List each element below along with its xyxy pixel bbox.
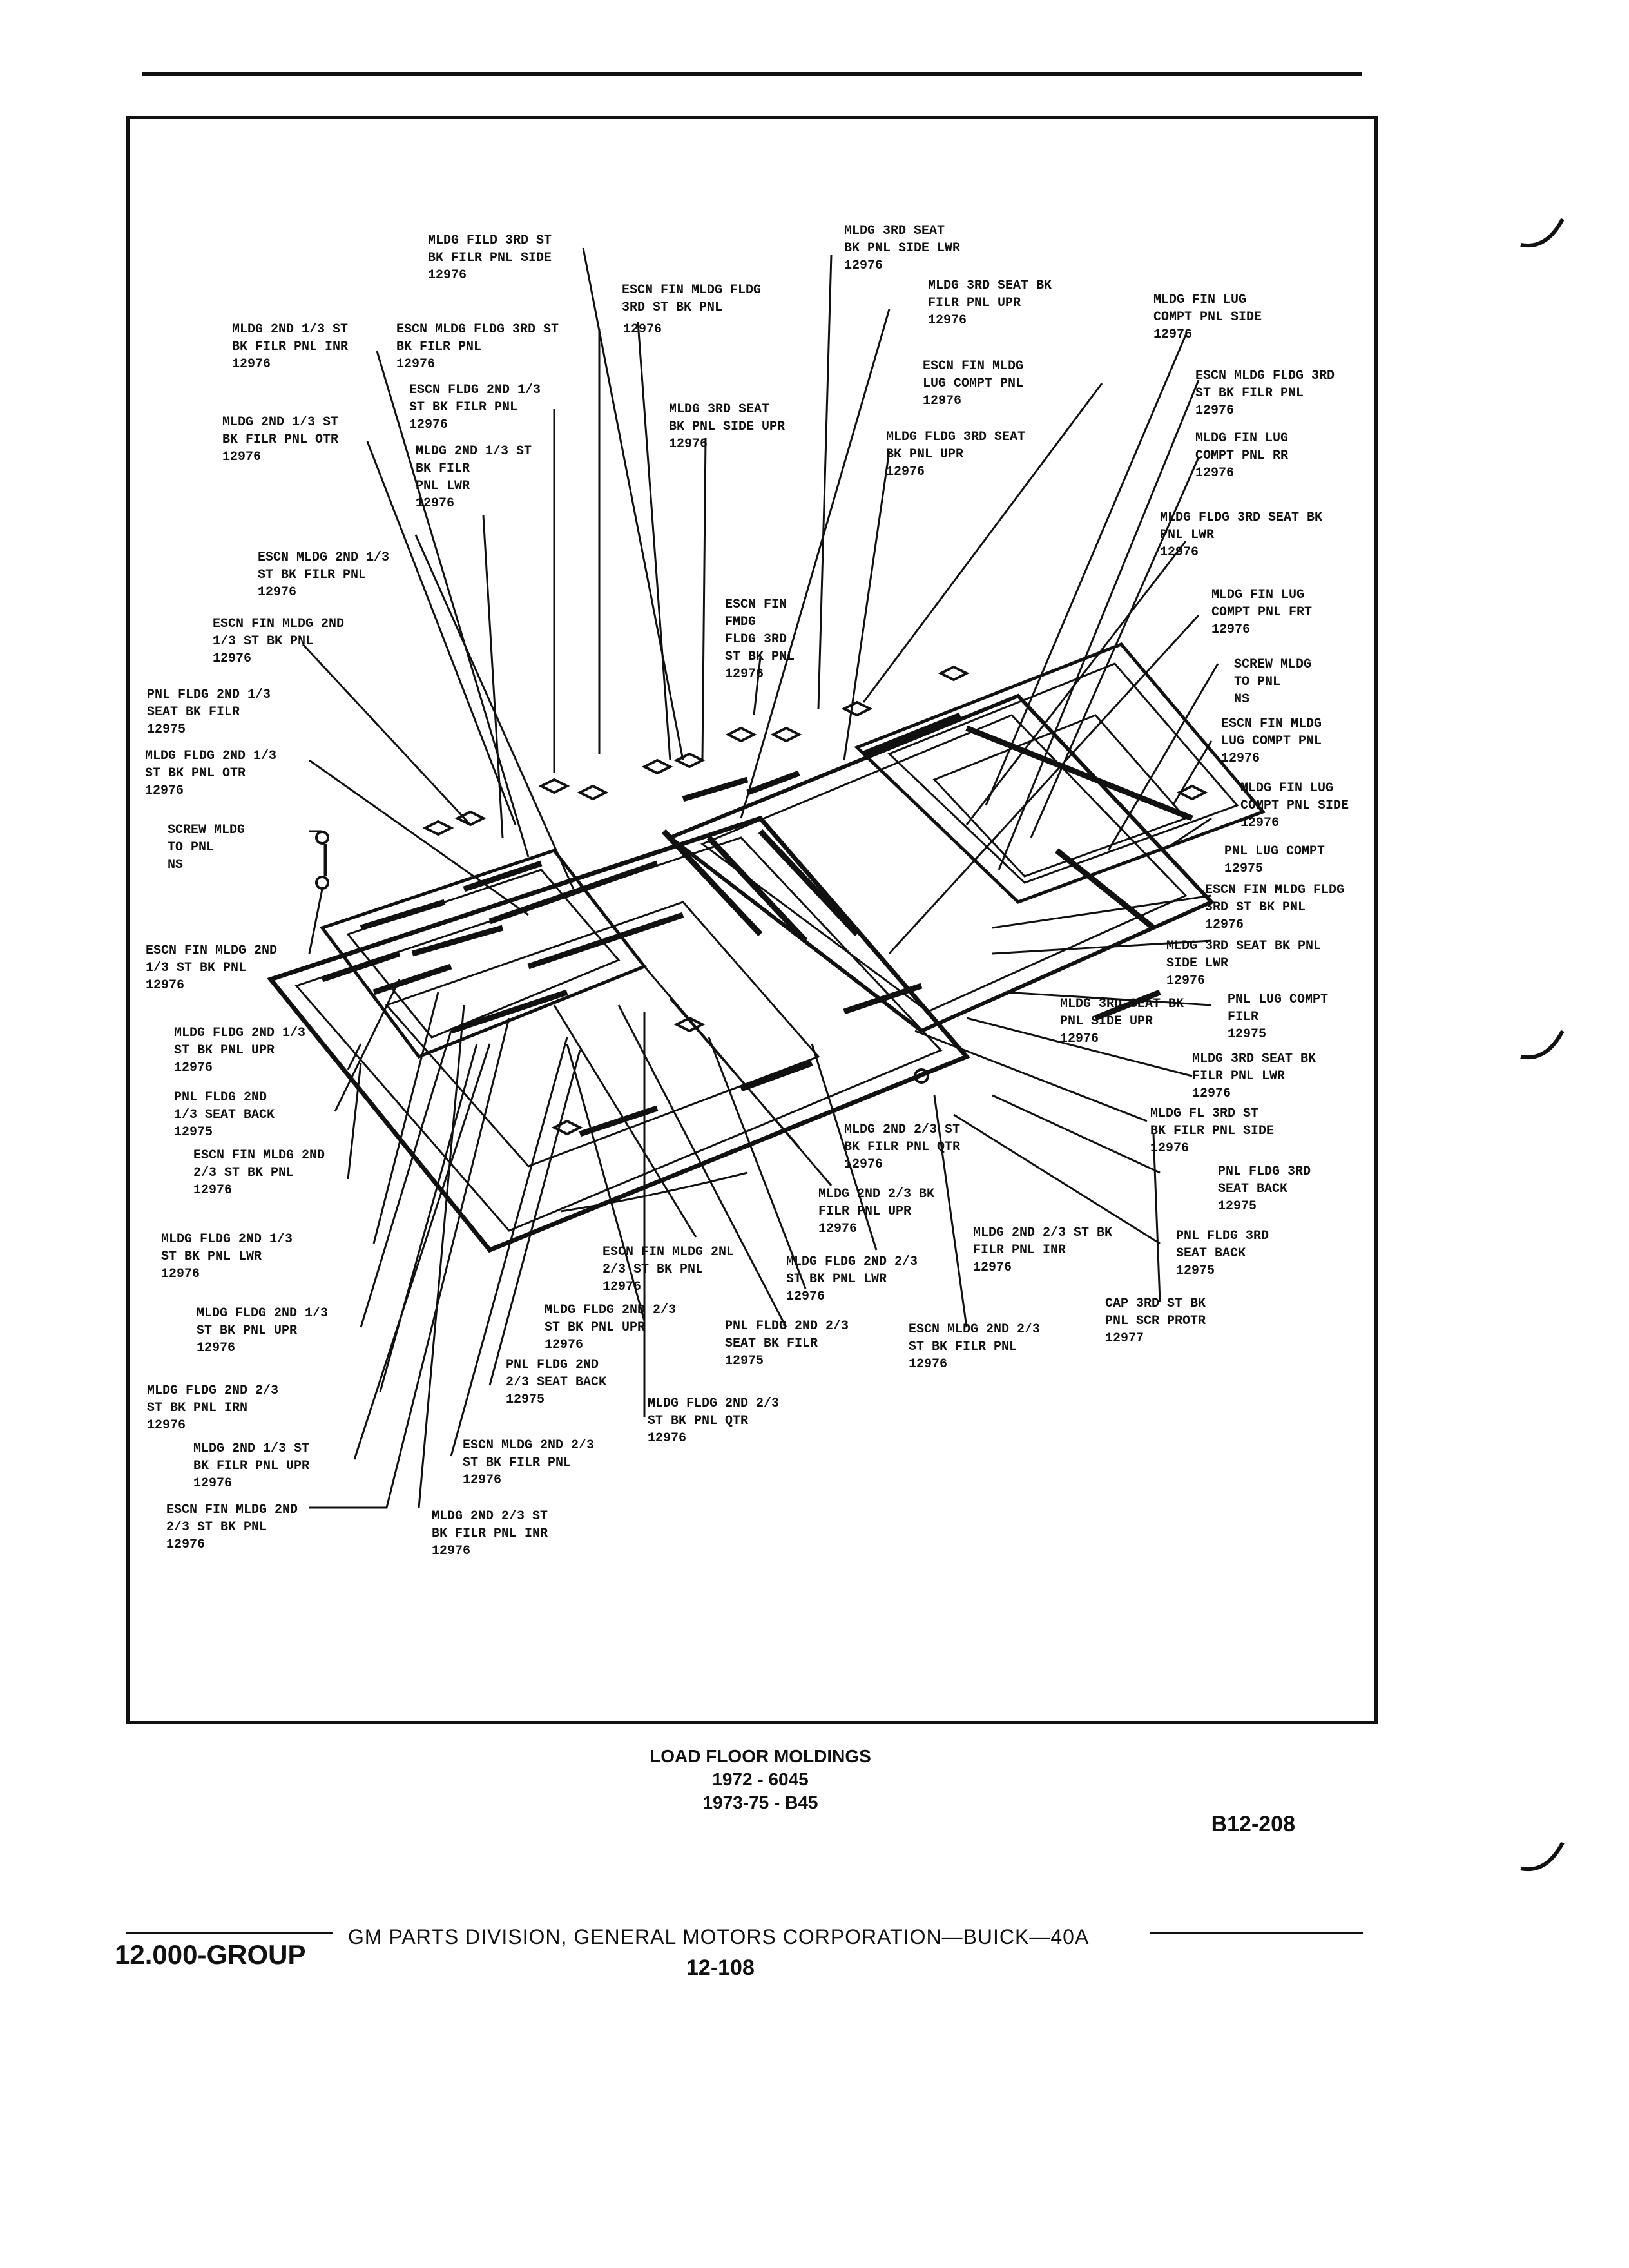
callout-label: 12976 (623, 322, 662, 337)
footer-rule-right (1150, 1932, 1363, 1934)
callout-label: MLDG FLDG 2ND 2/3 ST BK PNL UPR 12976 (545, 1303, 677, 1352)
callout-label: MLDG 3RD SEAT BK PNL SIDE LWR 12976 (1166, 939, 1322, 988)
callout-label: MLDG FLDG 2ND 1/3 ST BK PNL OTR 12976 (145, 749, 277, 798)
callout-label: ESCN FIN MLDG LUG COMPT PNL 12976 (923, 359, 1024, 408)
callout-label: MLDG FL 3RD ST BK FILR PNL SIDE 12976 (1150, 1106, 1275, 1156)
callout-label: MLDG FLDG 3RD SEAT BK PNL LWR 12976 (1160, 510, 1323, 560)
callout-label: MLDG FILD 3RD ST BK FILR PNL SIDE 12976 (428, 233, 552, 283)
callout-label: MLDG FLDG 2ND 1/3 ST BK PNL UPR 12976 (197, 1306, 329, 1356)
figure-title: LOAD FLOOR MOLDINGS (650, 1746, 871, 1766)
panel-3rd-seat-back (666, 693, 1215, 1033)
figure-code: B12-208 (1211, 1812, 1295, 1836)
panel-2nd-seat-back (267, 815, 970, 1253)
callout-label: MLDG 2ND 2/3 BK FILR PNL UPR 12976 (818, 1187, 935, 1236)
callout-label: MLDG 2ND 1/3 ST BK FILR PNL LWR 12976 (416, 444, 532, 511)
callout-label: MLDG 2ND 2/3 ST BK FILR PNL INR 12976 (432, 1509, 548, 1559)
panel-lug-compt (854, 642, 1266, 904)
callout-label: MLDG 3RD SEAT BK PNL SIDE UPR 12976 (669, 402, 786, 452)
callout-label: PNL FLDG 2ND 2/3 SEAT BK FILR 12975 (725, 1319, 849, 1369)
figure-years-1972: 1972 - 6045 (712, 1769, 809, 1789)
callout-label: MLDG 3RD SEAT BK FILR PNL LWR 12976 (1192, 1052, 1316, 1101)
footer-rule-left (126, 1932, 333, 1934)
callout-label: ESCN FIN MLDG 2ND 1/3 ST BK PNL 12976 (213, 617, 345, 666)
callout-label: ESCN MLDG 2ND 1/3 ST BK FILR PNL 12976 (258, 550, 390, 600)
callout-label: ESCN FIN MLDG 2ND 2/3 ST BK PNL 12976 (166, 1503, 298, 1552)
top-rule (142, 72, 1362, 76)
figure-years-1973-75: 1973-75 - B45 (702, 1792, 818, 1812)
callout-label: PNL FLDG 3RD SEAT BACK 12975 (1218, 1164, 1311, 1214)
callout-label: PNL FLDG 2ND 2/3 SEAT BACK 12975 (506, 1358, 607, 1407)
callout-label: ESCN FIN MLDG 2ND 1/3 ST BK PNL 12976 (146, 943, 278, 993)
callout-label: PNL FLDG 2ND 1/3 SEAT BACK 12975 (174, 1090, 275, 1140)
binding-mark-icon (1520, 1841, 1565, 1872)
binding-mark-icon (1520, 218, 1565, 248)
callout-label: MLDG 2ND 1/3 ST BK FILR PNL UPR 12976 (193, 1441, 310, 1491)
callout-label: MLDG 2ND 1/3 ST BK FILR PNL INR 12976 (232, 322, 349, 372)
callout-label: ESCN MLDG 2ND 2/3 ST BK FILR PNL 12976 (909, 1322, 1041, 1372)
callout-label: PNL FLDG 2ND 1/3 SEAT BK FILR 12975 (147, 687, 271, 737)
callout-label: MLDG 3RD SEAT BK PNL SIDE UPR 12976 (1060, 997, 1184, 1046)
callout-label: MLDG FLDG 2ND 2/3 ST BK PNL IRN 12976 (147, 1383, 279, 1433)
callout-label: ESCN FIN MLDG LUG COMPT PNL 12976 (1221, 716, 1322, 766)
callout-label: MLDG FLDG 3RD SEAT BK PNL UPR 12976 (886, 430, 1026, 479)
callout-label: MLDG FLDG 2ND 2/3 ST BK PNL LWR 12976 (786, 1254, 918, 1304)
callout-label: PNL LUG COMPT 12975 (1224, 844, 1325, 876)
callout-label: SCREW MLDG TO PNL NS (168, 823, 246, 872)
callout-label: MLDG FIN LUG COMPT PNL SIDE 12976 (1153, 293, 1262, 342)
callout-label: MLDG 2ND 2/3 ST BK FILR PNL INR 12976 (973, 1225, 1113, 1275)
callout-label: ESCN FIN MLDG FLDG 3RD ST BK PNL (622, 283, 762, 315)
callout-label: MLDG FIN LUG COMPT PNL FRT 12976 (1211, 588, 1313, 637)
diagram-frame (126, 116, 1378, 1724)
page-number: 12-108 (686, 1956, 755, 1980)
callout-label: ESCN FIN MLDG 2ND 2/3 ST BK PNL 12976 (193, 1148, 325, 1198)
callout-label: PNL LUG COMPT FILR 12975 (1228, 992, 1329, 1042)
callout-label: MLDG FLDG 2ND 1/3 ST BK PNL LWR 12976 (161, 1232, 293, 1282)
callout-label: MLDG FLDG 2ND 1/3 ST BK PNL UPR 12976 (174, 1026, 306, 1075)
callout-label: MLDG FIN LUG COMPT PNL RR 12976 (1195, 431, 1289, 481)
callout-label: ESCN FLDG 2ND 1/3 ST BK FILR PNL 12976 (409, 383, 541, 432)
callout-label: CAP 3RD ST BK PNL SCR PROTR 12977 (1105, 1296, 1206, 1346)
callout-label: MLDG 2ND 1/3 ST BK FILR PNL OTR 12976 (222, 415, 339, 465)
callout-label: MLDG FLDG 2ND 2/3 ST BK PNL QTR 12976 (648, 1396, 780, 1446)
callout-label: MLDG 2ND 2/3 ST BK FILR PNL QTR 12976 (844, 1122, 961, 1172)
callout-label: ESCN MLDG FLDG 3RD ST BK FILR PNL 12976 (1195, 369, 1335, 418)
callout-label: ESCN FIN MLDG FLDG 3RD ST BK PNL 12976 (1205, 883, 1345, 932)
callout-label: ESCN MLDG 2ND 2/3 ST BK FILR PNL 12976 (463, 1438, 595, 1488)
binding-mark-icon (1520, 1030, 1565, 1060)
callout-label: ESCN MLDG FLDG 3RD ST BK FILR PNL 12976 (396, 322, 559, 372)
callout-label: MLDG 3RD SEAT BK FILR PNL UPR 12976 (928, 278, 1052, 328)
callout-label: ESCN FIN MLDG 2NL 2/3 ST BK PNL 12976 (602, 1245, 735, 1294)
group-label: 12.000-GROUP (115, 1939, 306, 1970)
callout-label: ESCN FIN FMDG FLDG 3RD ST BK PNL 12976 (725, 597, 795, 682)
callout-label: SCREW MLDG TO PNL NS (1234, 657, 1312, 707)
callout-label: MLDG FIN LUG COMPT PNL SIDE 12976 (1240, 781, 1349, 831)
callout-label: MLDG 3RD SEAT BK PNL SIDE LWR 12976 (844, 224, 961, 273)
publisher-line: GM PARTS DIVISION, GENERAL MOTORS CORPOR… (348, 1925, 1090, 1948)
callout-label: PNL FLDG 3RD SEAT BACK 12975 (1176, 1229, 1269, 1278)
